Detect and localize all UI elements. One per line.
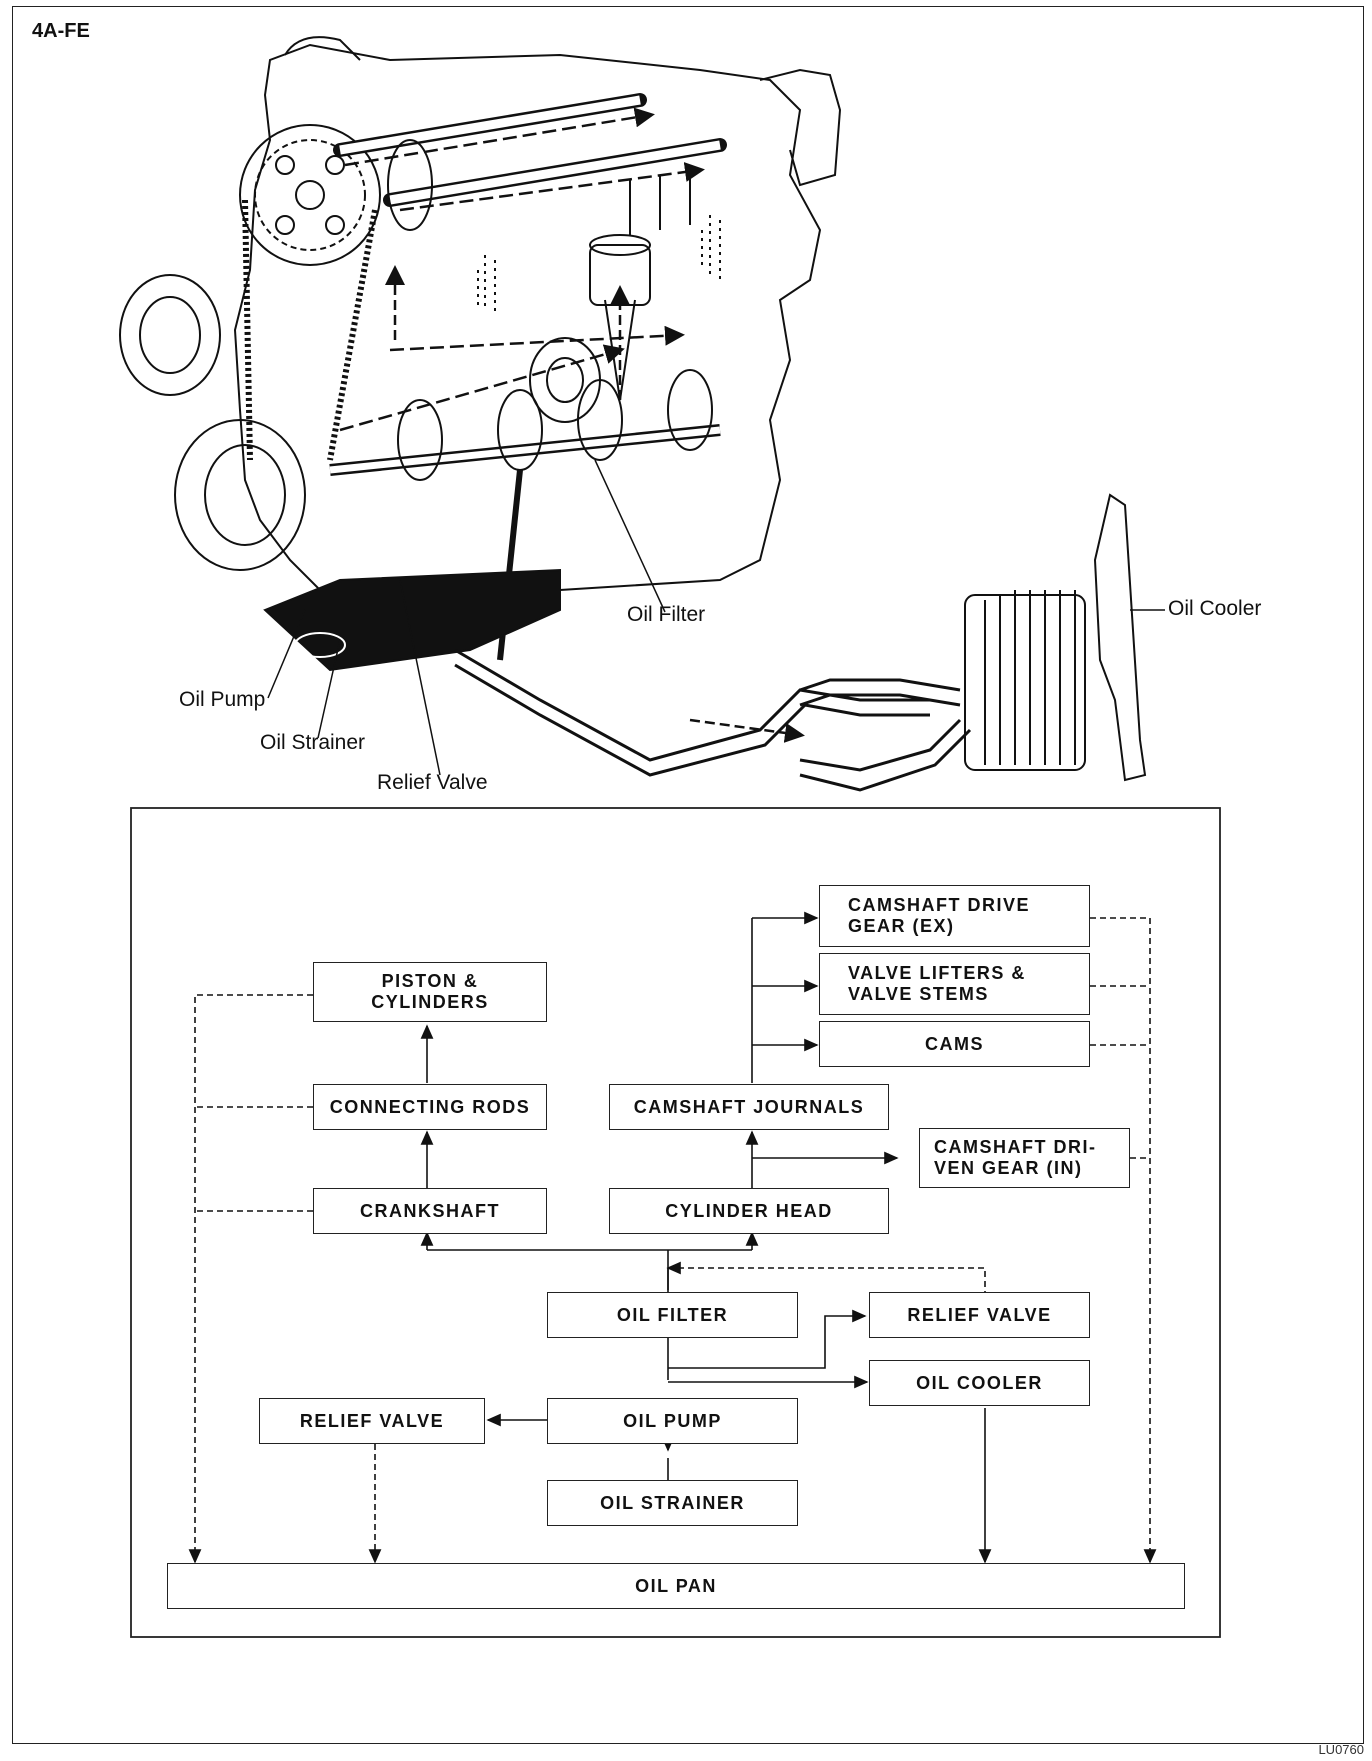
box-camshaft-driven-gear: CAMSHAFT DRI- VEN GEAR (IN) bbox=[919, 1128, 1130, 1188]
box-relief-valve-lower: RELIEF VALVE bbox=[259, 1398, 485, 1444]
oil-filter-part bbox=[529, 337, 601, 423]
box-oil-pan: OIL PAN bbox=[167, 1563, 1185, 1609]
box-crankshaft: CRANKSHAFT bbox=[313, 1188, 547, 1234]
oil-cooler-lines bbox=[454, 648, 930, 762]
box-camshaft-journals: CAMSHAFT JOURNALS bbox=[609, 1084, 889, 1130]
callout-oil-cooler: Oil Cooler bbox=[1168, 597, 1262, 620]
box-cams: CAMS bbox=[819, 1021, 1090, 1067]
cam-sprocket bbox=[239, 124, 381, 266]
box-oil-pump: OIL PUMP bbox=[547, 1398, 798, 1444]
box-cylinder-head: CYLINDER HEAD bbox=[609, 1188, 889, 1234]
timing-belt bbox=[242, 199, 253, 461]
box-connecting-rods: CONNECTING RODS bbox=[313, 1084, 547, 1130]
box-oil-strainer: OIL STRAINER bbox=[547, 1480, 798, 1526]
box-relief-valve-upper: RELIEF VALVE bbox=[869, 1292, 1090, 1338]
box-piston-cylinders: PISTON & CYLINDERS bbox=[313, 962, 547, 1022]
engine-block-outline bbox=[233, 43, 822, 601]
box-valve-lifters: VALVE LIFTERS & VALVE STEMS bbox=[819, 953, 1090, 1015]
callout-oil-strainer: Oil Strainer bbox=[260, 731, 366, 754]
box-oil-cooler: OIL COOLER bbox=[869, 1360, 1090, 1406]
flow-chart-panel bbox=[130, 807, 1221, 1638]
figure-frame bbox=[12, 6, 1364, 1744]
callout-oil-pump: Oil Pump bbox=[179, 688, 266, 711]
oil-cooler-part bbox=[964, 594, 1086, 771]
box-camshaft-drive-gear: CAMSHAFT DRIVE GEAR (EX) bbox=[819, 885, 1090, 947]
engine-code-label: 4A-FE bbox=[32, 20, 90, 42]
figure-id-label: LU0760 bbox=[1318, 1742, 1364, 1757]
callout-relief-valve: Relief Valve bbox=[377, 771, 488, 794]
callout-oil-filter: Oil Filter bbox=[627, 603, 706, 626]
box-oil-filter: OIL FILTER bbox=[547, 1292, 798, 1338]
crank-pulley bbox=[174, 419, 306, 571]
alternator bbox=[119, 274, 221, 396]
engine-lubrication-illustration bbox=[119, 36, 1165, 792]
